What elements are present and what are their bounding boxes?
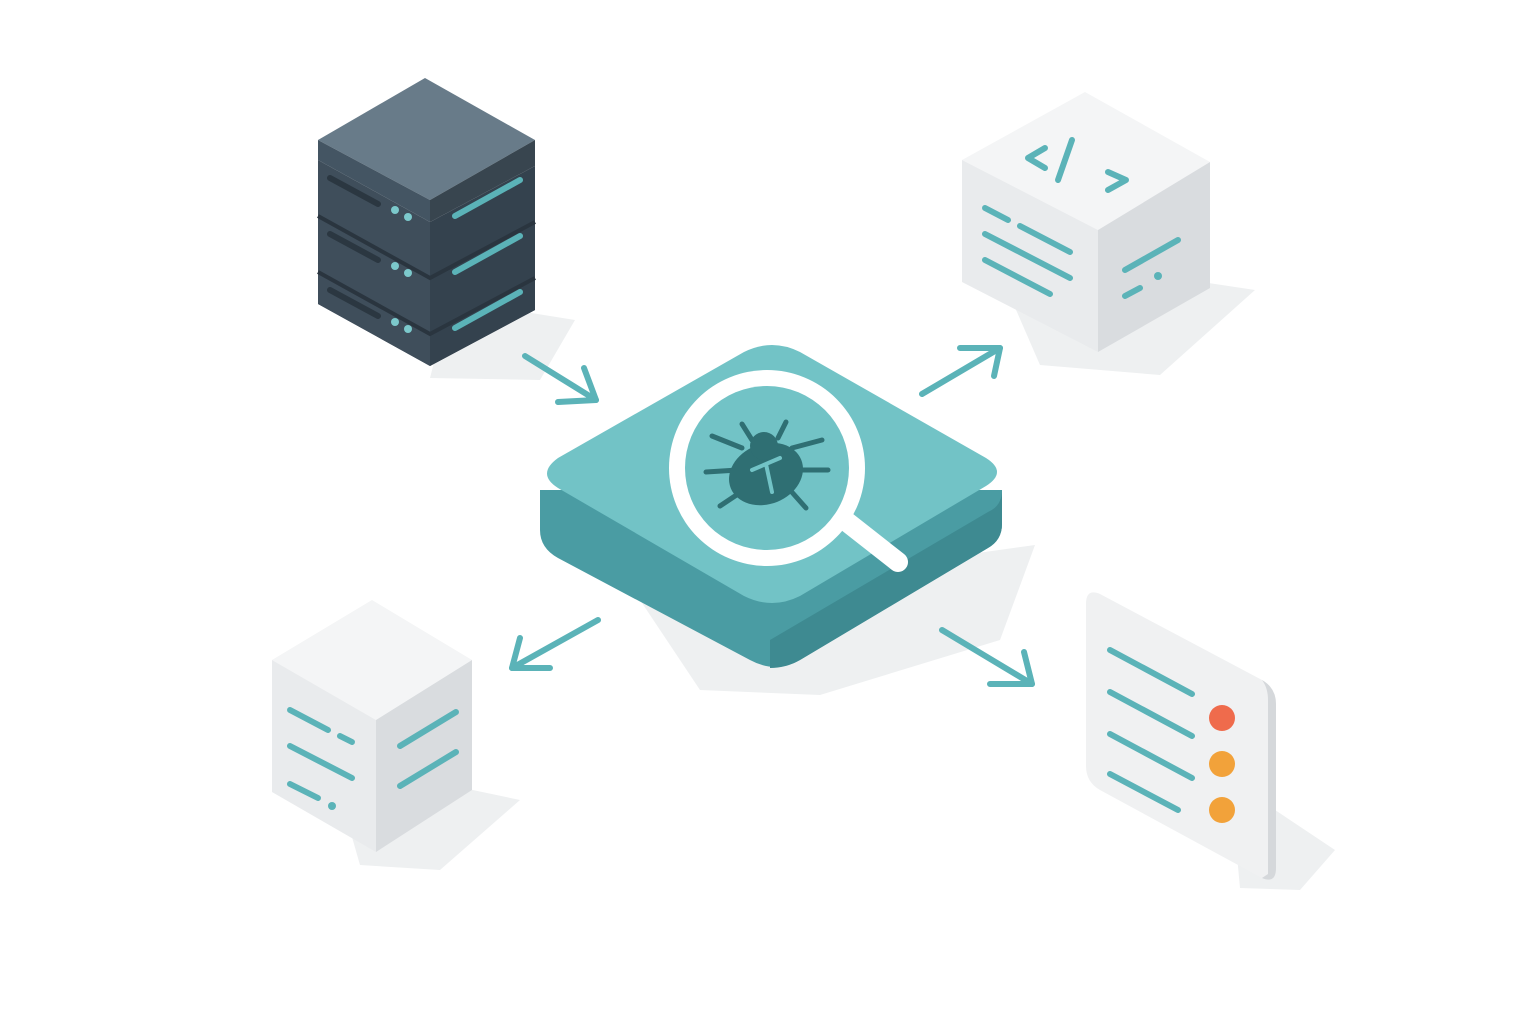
indicator-orange-icon	[1209, 797, 1235, 823]
indicator-red-icon	[1209, 705, 1235, 731]
arrow-scanner-to-code	[922, 348, 1000, 394]
report-list-icon	[1086, 592, 1276, 879]
status-indicators	[1209, 705, 1235, 823]
indicator-orange-icon	[1209, 751, 1235, 777]
arrow-scanner-to-log	[512, 620, 598, 668]
server-stack-icon	[318, 78, 535, 366]
